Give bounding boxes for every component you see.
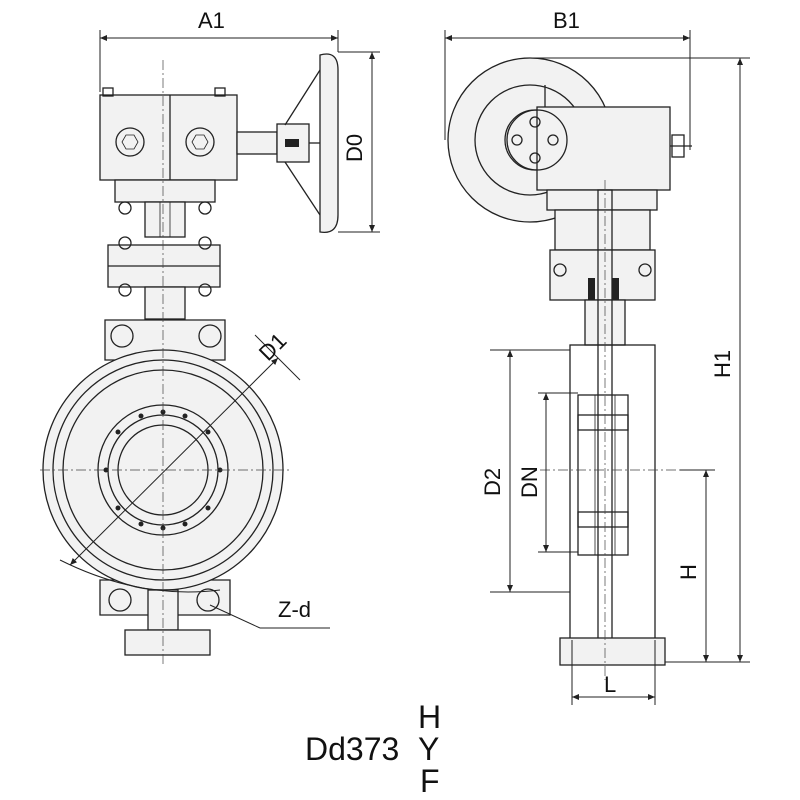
dim-label-d2: D2 [480, 468, 505, 496]
dim-label-d1: D1 [254, 328, 292, 366]
dim-label-a1: A1 [198, 8, 225, 33]
dim-label-dn: DN [517, 466, 542, 498]
dim-label-d0: D0 [342, 134, 367, 162]
handwheel [319, 53, 339, 234]
dim-label-l: L [604, 672, 616, 697]
dim-label-h1: H1 [710, 350, 735, 378]
dim-label-b1: B1 [553, 8, 580, 33]
gearbox-side [536, 106, 671, 191]
model-variant-h: H [418, 699, 441, 735]
model-number: Dd373 [305, 731, 399, 767]
side-view [444, 30, 750, 705]
model-variant-f: F [420, 763, 440, 799]
dim-label-h: H [676, 564, 701, 580]
front-view [40, 30, 380, 665]
model-variant-y: Y [418, 731, 439, 767]
dim-label-zd: Z-d [278, 597, 311, 622]
gearbox [99, 94, 238, 181]
hex-bolt-icon [115, 127, 215, 157]
